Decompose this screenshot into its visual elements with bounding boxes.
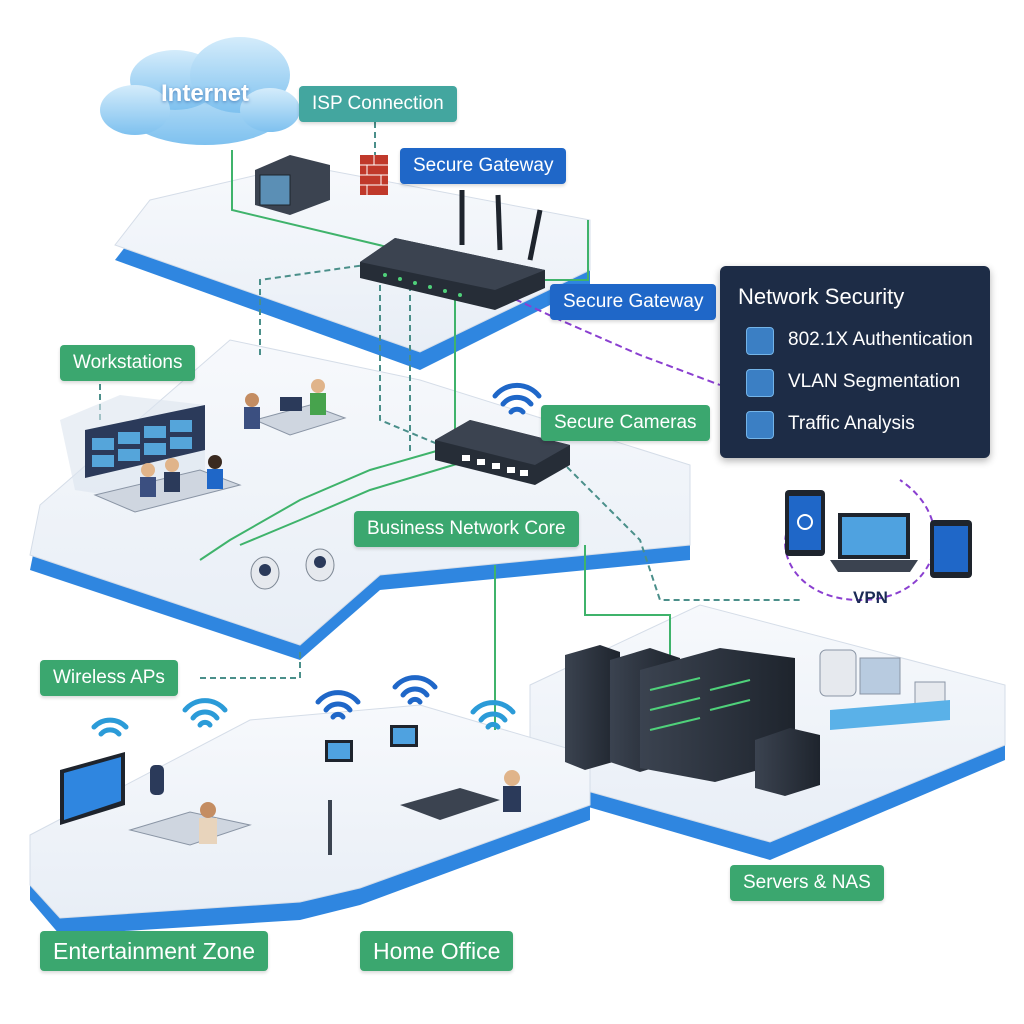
camera-icon — [305, 548, 335, 582]
nas-icon — [755, 728, 820, 796]
workstation-area — [60, 379, 347, 513]
router-icon — [360, 190, 545, 310]
internet-label: Internet — [161, 80, 250, 107]
security-item-label: Traffic Analysis — [788, 413, 915, 434]
tv-icon — [60, 752, 125, 825]
person-icon — [244, 393, 260, 429]
servers-nas-label: Servers & NAS — [730, 865, 884, 901]
top-platform — [114, 164, 591, 370]
entertainment-zone-label: Entertainment Zone — [40, 931, 269, 971]
secure-gateway-label: Secure Gateway — [400, 148, 567, 184]
panel-title: Network Security — [738, 284, 905, 309]
desk-icon — [128, 811, 252, 846]
laptop-icon — [390, 725, 418, 747]
bottom-platform — [29, 704, 591, 935]
workstations-label: Workstations — [60, 345, 196, 381]
phone-icon — [930, 520, 972, 578]
network-security-panel: Network Security 802.1X Authentication V… — [720, 266, 990, 458]
person-icon — [164, 458, 180, 492]
speaker-icon — [150, 765, 164, 795]
vpn-label: VPN — [853, 588, 888, 607]
connection-lines — [99, 112, 936, 730]
home-office-label: Home Office — [360, 931, 514, 971]
wireless-aps-label: Wireless APs — [40, 660, 178, 696]
authentication-icon — [746, 327, 774, 355]
wifi-icons — [91, 382, 542, 737]
switch-icon — [435, 420, 570, 485]
smart-devices-icon — [819, 649, 950, 730]
firewall-icon — [360, 155, 388, 195]
analysis-icon — [746, 411, 774, 439]
laptop-icon — [830, 513, 918, 572]
secure-cameras-label: Secure Cameras — [541, 405, 710, 441]
person-icon — [310, 379, 326, 415]
business-network-core-label: Business Network Core — [354, 511, 579, 547]
desk-icon — [400, 788, 500, 820]
internet-cloud — [100, 37, 300, 145]
person-icon — [140, 463, 156, 497]
segmentation-icon — [746, 369, 774, 397]
person-icon — [503, 770, 521, 812]
tablet-icon — [785, 490, 825, 556]
person-icon — [199, 802, 217, 844]
secure-gateway-label-mid: Secure Gateway — [550, 284, 717, 320]
laptop-icon — [280, 397, 302, 411]
security-item-label: VLAN Segmentation — [788, 371, 961, 392]
laptop-icon — [325, 740, 353, 762]
isp-connection-label: ISP Connection — [299, 86, 457, 122]
monitor-wall-icon — [85, 405, 205, 478]
camera-icon — [250, 556, 280, 590]
person-icon — [207, 455, 223, 489]
modem-icon — [255, 155, 330, 215]
security-item-label: 802.1X Authentication — [788, 329, 973, 350]
